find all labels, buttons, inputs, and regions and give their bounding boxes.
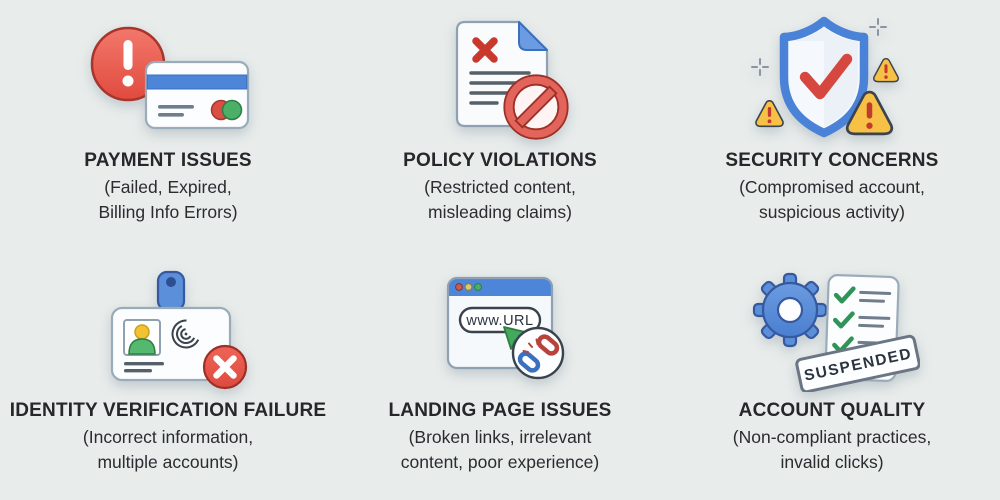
card-subtitle: (Restricted content, misleading claims) <box>424 177 576 222</box>
card-landing-page-issues: www.URL LANDING PAGE ISSUES (Broken link… <box>336 250 664 500</box>
card-payment-issues: PAYMENT ISSUES (Failed, Expired, Billing… <box>0 0 336 250</box>
card-account-quality: SUSPENDED ACCOUNT QUALITY (Non-compliant… <box>664 250 1000 500</box>
card-subtitle: (Non-compliant practices, invalid clicks… <box>732 427 932 472</box>
card-identity-verification-failure: IDENTITY VERIFICATION FAILURE (Incorrect… <box>0 250 336 500</box>
gear-checklist-suspended-icon: SUSPENDED <box>745 266 920 392</box>
browser-broken-link-icon: www.URL <box>420 266 580 392</box>
card-title: POLICY VIOLATIONS <box>403 150 597 171</box>
gear-checklist-suspended-icon: SUSPENDED <box>752 272 920 392</box>
shield-check-warning-icon <box>748 14 916 142</box>
card-title: ACCOUNT QUALITY <box>738 400 926 421</box>
card-subtitle: (Incorrect information, multiple account… <box>82 427 254 472</box>
document-prohibition-icon <box>455 20 569 140</box>
payment-alert-credit-card-icon <box>82 14 254 142</box>
card-subtitle: (Broken links, irrelevant content, poor … <box>400 427 600 472</box>
url-label: www.URL <box>465 313 533 329</box>
id-card-rejected-icon <box>82 266 254 392</box>
card-security-concerns: SECURITY CONCERNS (Compromised account, … <box>664 0 1000 250</box>
id-card-rejected-icon <box>110 270 248 390</box>
card-subtitle: (Compromised account, suspicious activit… <box>739 177 925 222</box>
card-title: LANDING PAGE ISSUES <box>388 400 612 421</box>
card-title: PAYMENT ISSUES <box>84 150 252 171</box>
card-subtitle: (Failed, Expired, Billing Info Errors) <box>98 177 238 222</box>
document-prohibition-icon <box>425 14 575 142</box>
shield-check-warning-icon <box>751 16 899 138</box>
card-policy-violations: POLICY VIOLATIONS (Restricted content, m… <box>336 0 664 250</box>
browser-broken-link-icon: www.URL <box>446 276 565 380</box>
payment-alert-credit-card-icon <box>90 26 250 130</box>
card-title: SECURITY CONCERNS <box>725 150 939 171</box>
card-title: IDENTITY VERIFICATION FAILURE <box>9 400 327 421</box>
